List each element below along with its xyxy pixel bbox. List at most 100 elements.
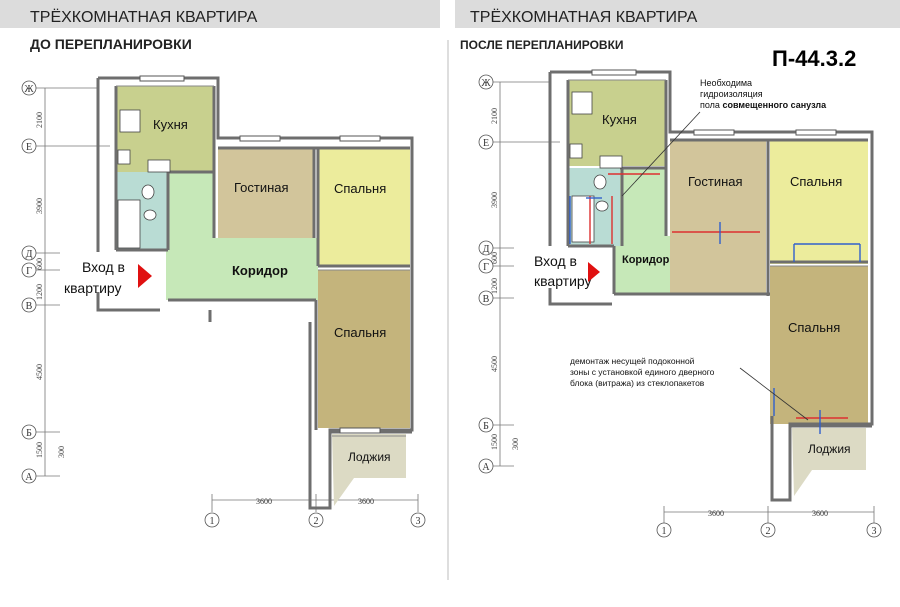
right-windows (591, 69, 837, 136)
bedroom-top-label: Спальня (790, 174, 842, 189)
dim-vertical: 4500 (490, 356, 499, 372)
window (339, 135, 381, 142)
bedroom-bottom-room (318, 270, 410, 428)
loggia-label: Лоджия (348, 450, 391, 464)
living-room (670, 140, 766, 294)
sink-fixture (599, 155, 623, 169)
window (693, 129, 735, 136)
toilet-fixture (593, 174, 607, 190)
washbasin-fixture (143, 209, 157, 221)
dim-horizontal: 3600 (812, 509, 828, 518)
kitchen-sink-fixture (569, 143, 583, 159)
dim-vertical: 1200 (490, 278, 499, 294)
right-fixtures (569, 91, 623, 243)
window (339, 427, 381, 434)
axis-number: 1 (210, 516, 215, 527)
stove-fixture (571, 91, 593, 115)
window (239, 135, 281, 142)
axis-number: 3 (872, 526, 877, 537)
note-waterproofing-leader (621, 111, 701, 197)
axis-circle (478, 290, 494, 306)
axis-number: 2 (314, 516, 319, 527)
sink-fixture (147, 159, 171, 173)
loggia-room (332, 434, 406, 506)
corridor-room (168, 172, 318, 300)
kitchen-label: Кухня (602, 112, 637, 127)
series-code: П-44.3.2 (772, 46, 856, 71)
right-header-band (455, 0, 900, 28)
window (139, 75, 185, 82)
axis-circle (478, 458, 494, 474)
axis-letter: Б (26, 428, 32, 439)
axis-circle (760, 522, 776, 538)
right-subheader: ПОСЛЕ ПЕРЕПЛАНИРОВКИ (460, 38, 624, 52)
bedroom-top-label: Спальня (334, 181, 386, 196)
axis-letter: Г (26, 266, 32, 277)
entrance-label-line1: Вход в (534, 253, 577, 269)
axis-circle (21, 80, 37, 96)
dim-vertical: 3900 (490, 192, 499, 208)
dim-horizontal: 3600 (256, 497, 272, 506)
axis-letter: А (25, 472, 33, 483)
dim-vertical: 2100 (35, 112, 44, 128)
window (795, 129, 837, 136)
left-fixtures (117, 109, 171, 249)
axis-circle (478, 258, 494, 274)
axis-circle (866, 522, 882, 538)
loggia-label: Лоджия (808, 442, 851, 456)
corridor-label: Коридор (622, 254, 670, 266)
left-header-band (0, 0, 440, 28)
axis-circle (410, 512, 426, 528)
washbasin-fixture (595, 200, 609, 212)
dim-vertical: 2100 (490, 108, 499, 124)
dim-vertical: 300 (511, 438, 520, 450)
axis-circle (21, 138, 37, 154)
bedroom-top-room (770, 140, 868, 264)
dim-vertical: 300 (57, 446, 66, 458)
corridor-room-extension (166, 250, 170, 300)
left-subheader: ДО ПЕРЕПЛАНИРОВКИ (30, 36, 192, 52)
bedroom-bottom-room (770, 266, 868, 424)
bedroom-top-room (318, 148, 410, 266)
bathtub-fixture (117, 199, 141, 249)
axis-letter: Д (483, 244, 490, 255)
dim-horizontal: 3600 (358, 497, 374, 506)
right-thin-walls (568, 79, 868, 267)
note-demolition-line1: демонтаж несущей подоконной (570, 356, 695, 366)
left-plan: Ж Е Д Г В Б А 2100 3900 600 1200 4500 15… (21, 75, 426, 528)
axis-letter: Г (483, 262, 489, 273)
entrance-label-line2: квартиру (64, 280, 122, 296)
left-windows (139, 75, 381, 434)
right-plumbing (569, 173, 861, 434)
note-demolition-leader (739, 367, 809, 421)
toilet-fixture (141, 184, 155, 200)
bathtub-fixture (571, 195, 595, 243)
note-waterproofing-line2: гидроизоляция (700, 89, 763, 99)
axis-circle (478, 74, 494, 90)
bedroom-bottom-label: Спальня (788, 320, 840, 335)
corridor-room (614, 168, 670, 294)
loggia-room (792, 428, 866, 496)
dim-vertical: 4500 (35, 364, 44, 380)
stove-fixture (119, 109, 141, 133)
living-room (218, 148, 314, 238)
note-waterproofing-line1: Необходима (700, 78, 752, 88)
dim-vertical: 1500 (35, 442, 44, 458)
corridor-label: Коридор (232, 263, 288, 278)
living-label: Гостиная (234, 180, 289, 195)
axis-letter: Ж (482, 78, 491, 89)
axis-number: 1 (662, 526, 667, 537)
axis-circle (21, 262, 37, 278)
entrance-label-line1: Вход в (82, 259, 125, 275)
axis-circle (21, 245, 37, 261)
right-walls (548, 70, 874, 502)
kitchen-sink-fixture (117, 149, 131, 165)
right-header-title: ТРЁХКОМНАТНАЯ КВАРТИРА (470, 8, 698, 26)
axis-circle (21, 468, 37, 484)
note-demolition-line3: блока (витража) из стеклопакетов (570, 378, 705, 388)
dim-horizontal: 3600 (708, 509, 724, 518)
axis-letter: В (26, 301, 33, 312)
left-axis-letters (21, 80, 37, 484)
note-waterproofing-line3: пола совмещенного санузла (700, 100, 827, 110)
